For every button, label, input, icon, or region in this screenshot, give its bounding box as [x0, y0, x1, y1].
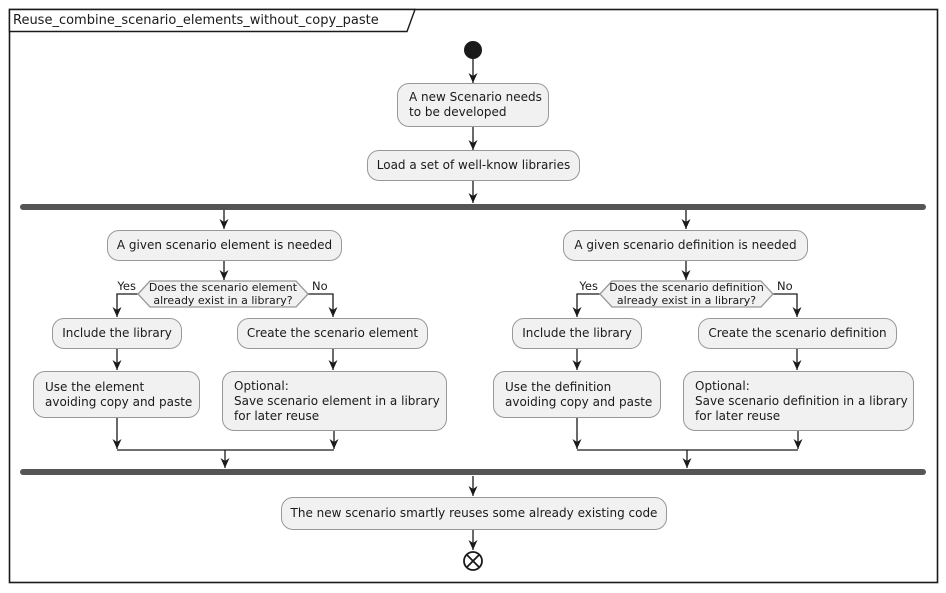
left-yes-label: Yes — [117, 279, 136, 293]
flow-arrows — [112, 59, 803, 550]
diagram-title: Reuse_combine_scenario_elements_without_… — [13, 13, 379, 28]
activity-left-save-element: Optional: Save scenario element in a lib… — [222, 371, 447, 431]
right-decision-shape — [599, 280, 774, 308]
right-decision-question: Does the scenario definition already exi… — [609, 281, 764, 307]
activity-right-use-definition: Use the definition avoiding copy and pas… — [493, 371, 661, 418]
start-node-icon — [464, 41, 482, 59]
activity-right-create-definition: Create the scenario definition — [698, 318, 897, 349]
frame-title-tab — [8, 8, 416, 33]
left-decision-shape — [137, 280, 309, 308]
activity-left-needed: A given scenario element is needed — [107, 230, 342, 261]
activity-left-include-library: Include the library — [52, 318, 182, 349]
right-yes-label: Yes — [579, 279, 598, 293]
end-node-icon — [463, 551, 483, 571]
activity-new-scenario: A new Scenario needs to be developed — [397, 83, 549, 127]
activity-final-reuse: The new scenario smartly reuses some alr… — [281, 497, 667, 530]
frame-border — [8, 8, 939, 584]
arrow-left-yes — [112, 293, 138, 317]
left-no-label: No — [312, 279, 328, 293]
activity-left-use-element: Use the element avoiding copy and paste — [33, 371, 200, 418]
right-no-label: No — [777, 279, 793, 293]
join-bar — [20, 469, 926, 475]
arrow-left-no — [308, 293, 338, 317]
left-decision-question: Does the scenario element already exist … — [148, 281, 298, 307]
activity-right-include-library: Include the library — [512, 318, 642, 349]
arrow-right-no — [773, 293, 802, 317]
activity-right-needed: A given scenario definition is needed — [563, 230, 808, 261]
activity-right-save-definition: Optional: Save scenario definition in a … — [683, 371, 914, 431]
fork-bar — [20, 204, 926, 210]
activity-load-libraries: Load a set of well-know libraries — [367, 150, 580, 181]
activity-left-create-element: Create the scenario element — [237, 318, 428, 349]
arrow-right-yes — [572, 293, 600, 317]
